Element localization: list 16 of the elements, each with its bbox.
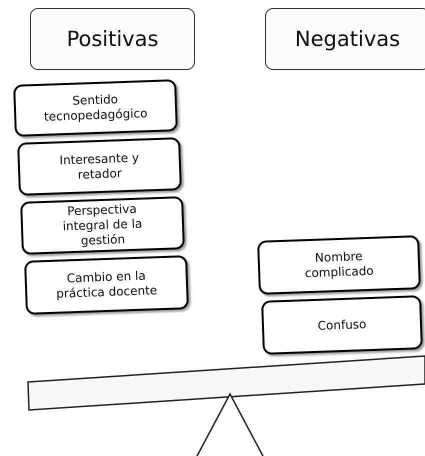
heading-box	[265, 8, 425, 70]
item-box	[20, 196, 185, 255]
item-box	[24, 255, 189, 315]
heading-text: Negativas	[294, 27, 400, 51]
item-box	[13, 79, 178, 137]
item-box	[257, 235, 421, 295]
heading-text: Positivas	[66, 27, 158, 51]
item-text: Nombre complicado	[304, 248, 375, 282]
item-text: Cambio en la práctica docente	[55, 268, 158, 302]
item-text: Sentido tecnopedagógico	[42, 91, 149, 125]
heading-box	[30, 8, 195, 70]
item-box	[17, 137, 182, 196]
item-text: Perspectiva integral de la gestión	[61, 201, 144, 250]
item-text: Confuso	[317, 316, 367, 334]
item-text: Interesante y retador	[58, 150, 140, 184]
item-box	[261, 295, 423, 355]
